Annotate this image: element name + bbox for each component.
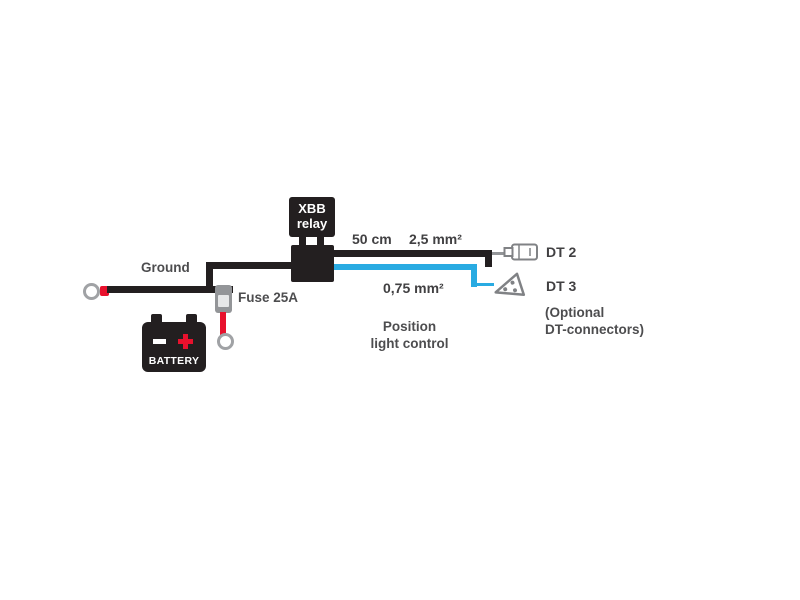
battery-terminal-left	[151, 314, 162, 324]
dt3-label: DT 3	[546, 278, 577, 294]
battery-wire-red	[220, 312, 226, 335]
battery: BATTERY	[142, 322, 206, 372]
battery-label: BATTERY	[148, 355, 200, 367]
relay-feed-wire	[206, 262, 296, 269]
position-control-line2: light control	[370, 336, 449, 351]
wire-gauge-label: 2,5 mm²	[409, 231, 462, 247]
relay-label-line1: XBB	[298, 201, 326, 217]
signal-gauge-label: 0,75 mm²	[383, 280, 444, 296]
relay-label-line2: relay	[296, 216, 328, 231]
dt2-label: DT 2	[546, 244, 577, 260]
position-control-label: Position light control	[352, 318, 467, 352]
ground-crimp-icon	[100, 286, 109, 296]
optional-note-line2: DT-connectors)	[545, 322, 645, 337]
optional-note-line1: (Optional	[545, 305, 605, 320]
relay-prong-left-icon	[299, 236, 306, 246]
battery-plus-icon-vertical	[183, 334, 188, 349]
ground-wire-vertical	[206, 262, 213, 293]
battery-ring-terminal-icon	[217, 333, 234, 350]
fuse-icon	[215, 285, 232, 313]
dt2-connector-icon	[503, 243, 538, 261]
main-wire-corner	[485, 250, 492, 267]
relay-prong-right-icon	[317, 236, 324, 246]
ground-wire-horizontal	[107, 286, 233, 293]
optional-connectors-note: (Optional DT-connectors)	[545, 304, 644, 338]
relay-body	[291, 245, 334, 282]
fuse-label: Fuse 25A	[238, 290, 299, 305]
fuse-window	[218, 295, 229, 307]
signal-wire-horizontal	[334, 264, 477, 270]
ground-ring-terminal-icon	[83, 283, 100, 300]
main-wire-horizontal	[334, 250, 492, 257]
battery-terminal-right	[186, 314, 197, 324]
signal-wire-corner	[471, 264, 477, 287]
ground-label: Ground	[141, 260, 190, 275]
dt3-connector-icon	[494, 272, 526, 297]
dt3-wire-stub	[477, 283, 494, 286]
position-control-line1: Position	[382, 319, 437, 334]
relay-label-box: XBB relay	[289, 197, 335, 237]
dt2-wire-stub	[492, 252, 505, 255]
battery-minus-icon	[153, 339, 166, 344]
wire-length-label: 50 cm	[352, 231, 392, 247]
